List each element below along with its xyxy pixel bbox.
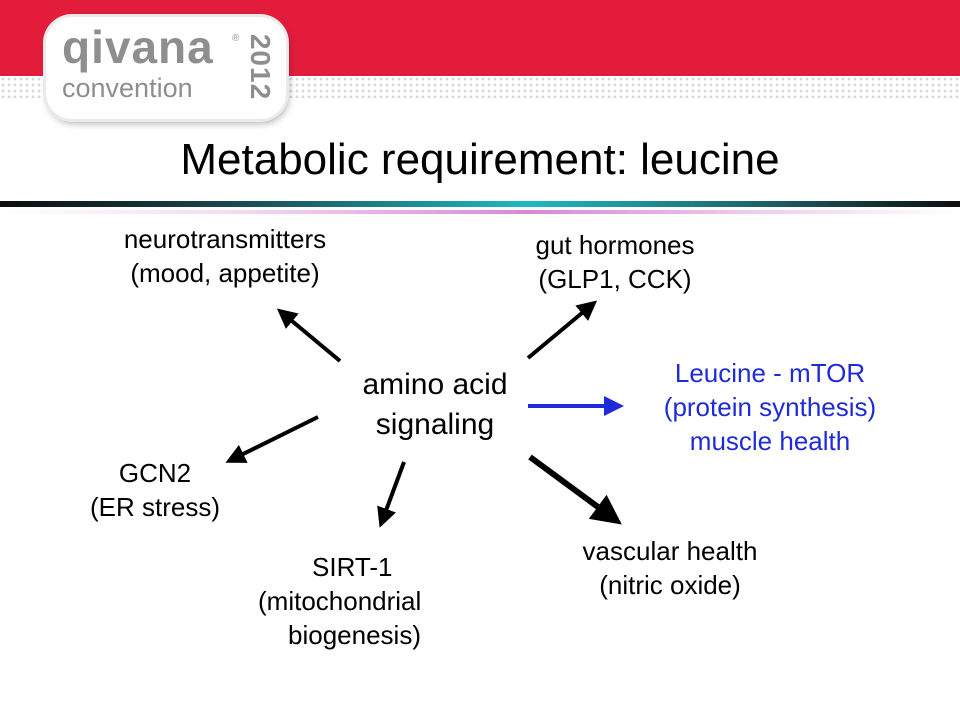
gut-hormones-line-2: (GLP1, CCK) <box>538 264 692 294</box>
logo-brand: qivana <box>62 21 214 73</box>
gcn2-line-2: (ER stress) <box>90 492 220 522</box>
vascular-line-2: (nitric oxide) <box>599 570 741 600</box>
sirt1-line-1: SIRT-1 <box>312 552 393 582</box>
title-rule-light <box>0 210 960 214</box>
vascular-line-1: vascular health <box>582 536 758 566</box>
arrow-to-gcn2 <box>225 415 319 463</box>
leucine-line-3: muscle health <box>689 426 851 456</box>
logo-subtitle: convention <box>62 73 193 103</box>
slide-title: Metabolic requirement: leucine <box>180 135 780 184</box>
node-leucine-mtor: Leucine - mTOR (protein synthesis) muscl… <box>620 356 920 458</box>
arrow-to-neurotransmitters <box>276 308 342 363</box>
node-neurotransmitters: neurotransmitters (mood, appetite) <box>80 222 370 290</box>
node-sirt1: SIRT-1 (mitochondrial biogenesis) <box>240 550 490 652</box>
title-rule-dark <box>0 201 960 207</box>
logo-registered-mark: ® <box>232 33 240 44</box>
center-amino-acid-signaling: amino acid signaling <box>330 365 540 445</box>
gcn2-line-1: GCN2 <box>118 458 192 488</box>
sirt1-line-2: (mitochondrial <box>258 586 422 616</box>
arrow-to-vascular <box>528 454 622 525</box>
leucine-line-2: (protein synthesis) <box>663 392 877 422</box>
node-gcn2: GCN2 (ER stress) <box>40 456 270 524</box>
neurotransmitters-line-1: neurotransmitters <box>123 224 327 254</box>
arrow-to-gut-hormones <box>526 300 598 360</box>
center-line-1: amino acid <box>362 368 508 401</box>
leucine-line-1: Leucine - mTOR <box>674 358 866 388</box>
center-line-2: signaling <box>375 408 495 441</box>
convention-logo: qivana ® convention 2012 <box>46 17 286 119</box>
node-vascular-health: vascular health (nitric oxide) <box>540 534 800 602</box>
sirt1-line-3: biogenesis) <box>288 620 421 650</box>
neurotransmitters-line-2: (mood, appetite) <box>130 258 320 288</box>
arrow-to-sirt1 <box>377 461 406 528</box>
node-gut-hormones: gut hormones (GLP1, CCK) <box>480 228 750 296</box>
gut-hormones-line-1: gut hormones <box>535 230 695 260</box>
